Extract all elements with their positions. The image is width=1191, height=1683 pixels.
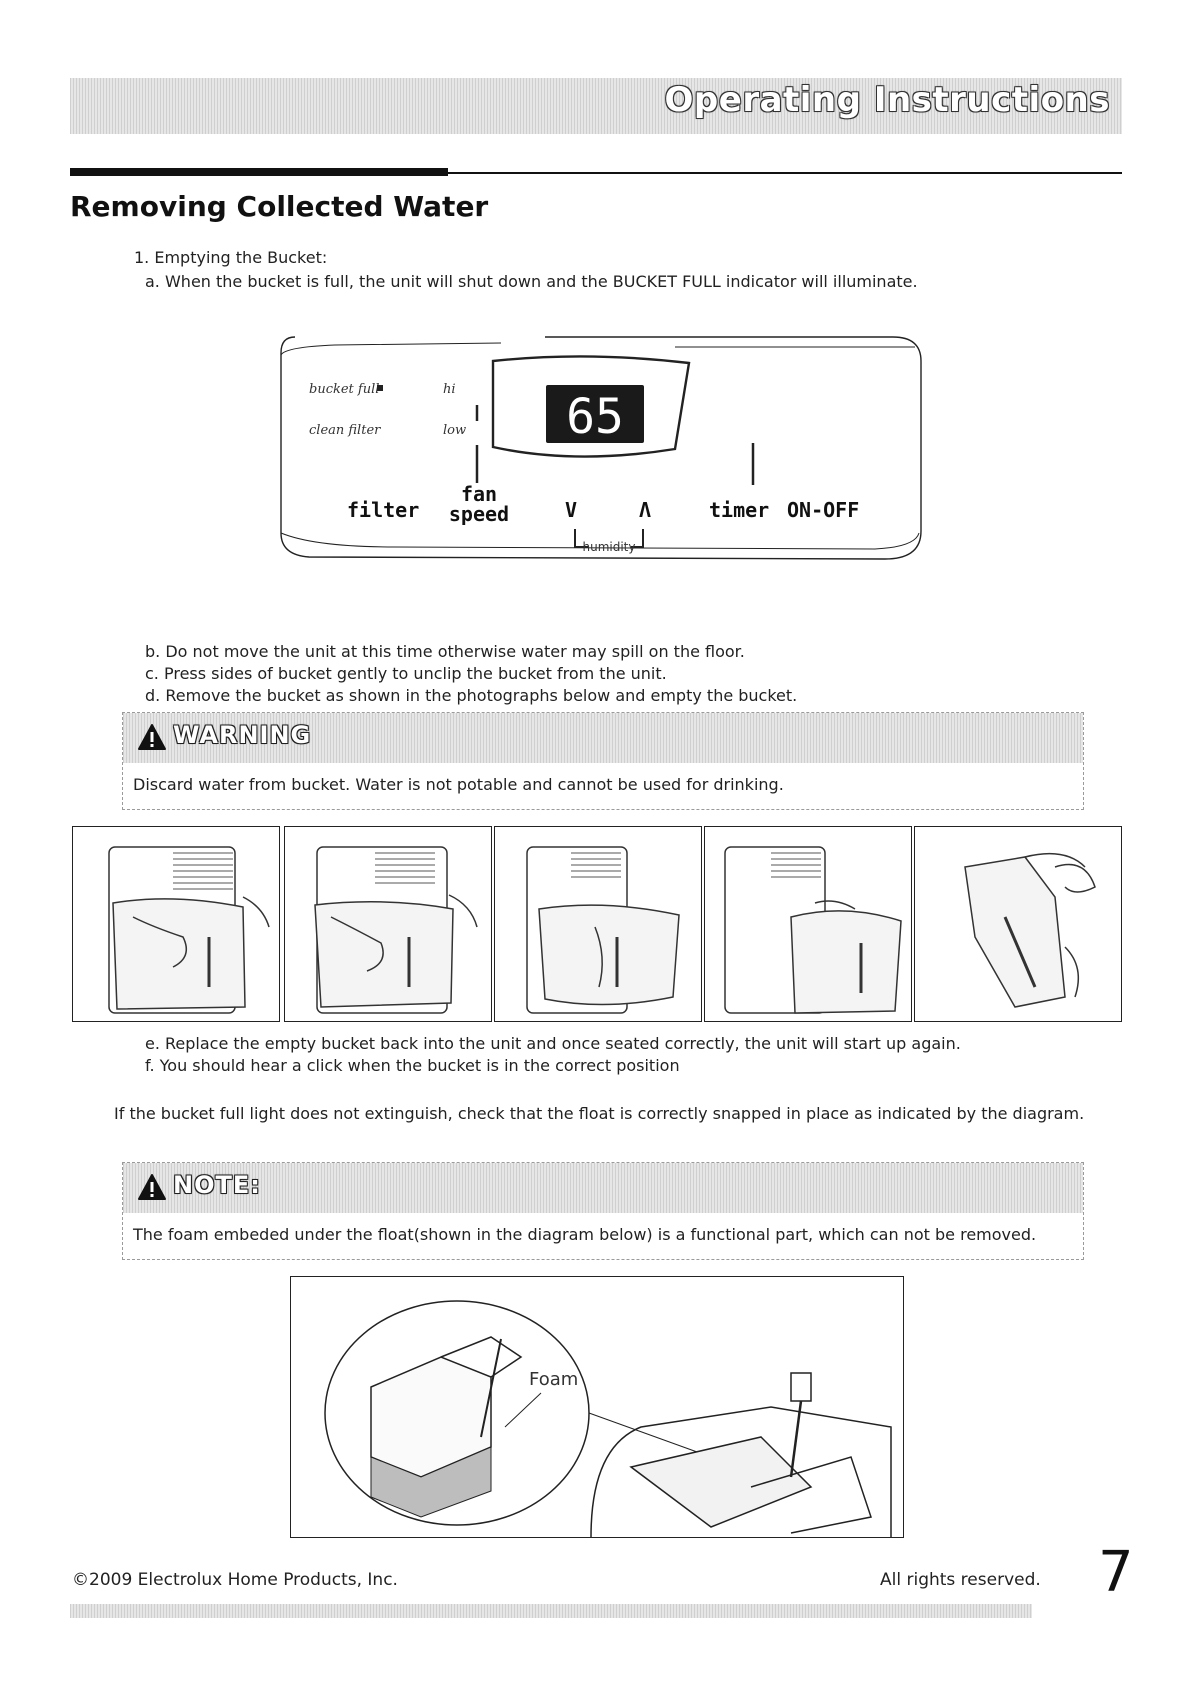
warning-icon xyxy=(138,1174,166,1200)
section-rule-thick xyxy=(70,168,448,176)
warning-header: WARNING xyxy=(123,713,1083,763)
on-off-button: ON-OFF xyxy=(787,498,859,522)
photo-step-2 xyxy=(284,826,492,1022)
photo-step-3 xyxy=(494,826,702,1022)
photo-step-4 xyxy=(704,826,912,1022)
low-indicator: low xyxy=(443,423,466,438)
timer-button: timer xyxy=(709,498,769,522)
photo-step-1 xyxy=(72,826,280,1022)
footer-rights: All rights reserved. xyxy=(880,1570,1041,1590)
page-title: Operating Instructions xyxy=(664,80,1110,120)
step-1: 1. Emptying the Bucket: xyxy=(134,248,328,267)
humidity-down-button: V xyxy=(565,498,577,522)
speed-label: speed xyxy=(449,502,509,526)
warning-text: Discard water from bucket. Water is not … xyxy=(133,775,784,794)
step-d: d. Remove the bucket as shown in the pho… xyxy=(145,686,798,705)
note-label: NOTE: xyxy=(173,1171,261,1199)
bucket-full-indicator: bucket full xyxy=(309,382,379,397)
humidity-up-button: Λ xyxy=(639,498,651,522)
float-note: If the bucket full light does not exting… xyxy=(114,1104,1085,1123)
humidity-display: 65 xyxy=(566,389,624,445)
section-rule-thin xyxy=(448,172,1122,174)
foam-label: Foam xyxy=(529,1369,578,1390)
warning-box: WARNING Discard water from bucket. Water… xyxy=(122,712,1084,810)
step-a: a. When the bucket is full, the unit wil… xyxy=(145,272,918,291)
float-diagram: Foam xyxy=(290,1276,904,1538)
footer-copyright: ©2009 Electrolux Home Products, Inc. xyxy=(72,1570,398,1590)
header-banner: Operating Instructions xyxy=(70,78,1122,134)
step-c: c. Press sides of bucket gently to uncli… xyxy=(145,664,667,683)
step-e: e. Replace the empty bucket back into th… xyxy=(145,1034,961,1053)
hi-indicator: hi xyxy=(443,382,456,397)
section-title: Removing Collected Water xyxy=(70,190,489,223)
warning-label: WARNING xyxy=(173,721,312,749)
bucket-full-light xyxy=(377,385,383,391)
page-number: 7 xyxy=(1098,1540,1134,1605)
note-header: NOTE: xyxy=(123,1163,1083,1213)
clean-filter-indicator: clean filter xyxy=(309,423,381,438)
note-box: NOTE: The foam embeded under the float(s… xyxy=(122,1162,1084,1260)
warning-icon xyxy=(138,724,166,750)
fan-label: fan xyxy=(461,482,497,506)
humidity-label: humidity xyxy=(583,540,636,554)
note-text: The foam embeded under the float(shown i… xyxy=(133,1225,1037,1244)
step-b: b. Do not move the unit at this time oth… xyxy=(145,642,745,661)
filter-button: filter xyxy=(347,498,419,522)
control-panel-illustration: 65 bucket full clean filter hi low filte… xyxy=(280,336,922,560)
step-f: f. You should hear a click when the buck… xyxy=(145,1056,680,1075)
photo-step-5 xyxy=(914,826,1122,1022)
footer-bar xyxy=(70,1604,1032,1618)
